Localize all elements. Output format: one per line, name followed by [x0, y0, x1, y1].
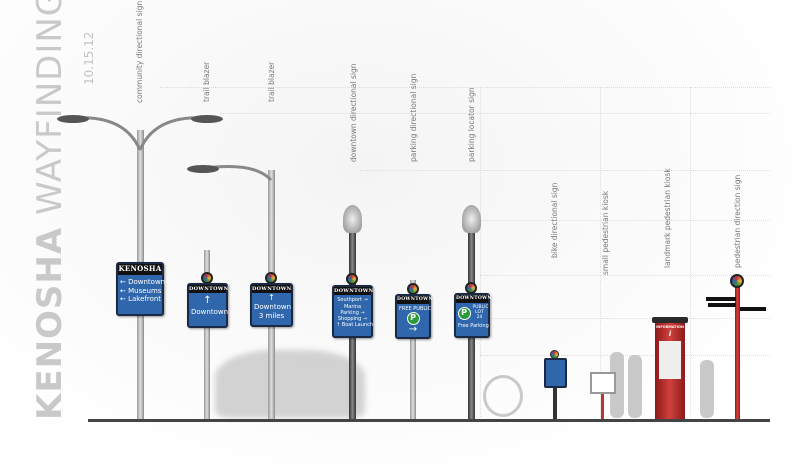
label-parking-directional: parking directional sign [409, 73, 418, 162]
label-small-kiosk: small pedestrian kiosk [601, 190, 610, 275]
grid-line [220, 113, 770, 114]
trail-blazer-sign: DOWNTOWN ↑ Downtown 3 miles [250, 283, 293, 327]
parking-directional-sign: DOWNTOWN FREE PUBLIC P → [395, 294, 433, 339]
label-parking-locator: parking locator sign [467, 87, 476, 162]
person-silhouette [628, 355, 642, 418]
grid-line [360, 170, 770, 171]
label-pedestrian-direction: pedestrian direction sign [733, 174, 742, 268]
sign-post [553, 370, 557, 420]
sign-post [735, 285, 740, 420]
kiosk-map-panel [659, 341, 681, 379]
arrow-up-icon: ↑ [268, 293, 275, 303]
car-silhouette [215, 350, 365, 418]
street-light-arm [187, 165, 273, 182]
arrow-up-icon: ↑ [203, 295, 212, 307]
community-directional-sign: KENOSHA ← Downtown ← Museums ← Lakefront [116, 262, 165, 316]
runner-silhouette [700, 360, 714, 418]
finger-sign [706, 297, 736, 301]
label-landmark-kiosk: landmark pedestrian kiosk [663, 168, 672, 268]
label-community-directional: community directional sign [135, 0, 144, 103]
landmark-pedestrian-kiosk: INFORMATION i [655, 323, 685, 419]
kiosk-cap [652, 317, 688, 323]
label-trail-blazer-2: trail blazer [267, 61, 276, 102]
grid-line [480, 275, 770, 276]
small-pedestrian-kiosk [590, 372, 616, 394]
bike-directional-sign [544, 358, 567, 388]
label-trail-blazer: trail blazer [202, 61, 211, 102]
lamp-globe [462, 205, 481, 233]
grid-line [480, 87, 481, 417]
parking-icon: P [457, 306, 471, 320]
grid-line [690, 87, 691, 417]
grid-line [480, 220, 770, 221]
trail-blazer-sign: DOWNTOWN ↑ Downtown [187, 283, 228, 328]
sign-post [410, 280, 416, 420]
grid-line [160, 87, 770, 88]
grid-line [480, 355, 770, 356]
finger-sign [740, 307, 766, 311]
person-silhouette [610, 352, 624, 418]
kenosha-emblem-icon [730, 274, 744, 288]
grid-line [480, 318, 770, 319]
lamp-globe [343, 205, 362, 233]
kiosk-header: INFORMATION [656, 325, 684, 329]
grid-line [600, 87, 601, 417]
parking-icon: P [406, 311, 420, 325]
label-bike-directional: bike directional sign [550, 182, 559, 258]
sign-post [204, 250, 210, 420]
page-title: KENOSHA WAYFINDING [30, 0, 70, 420]
ground-line [88, 419, 770, 422]
kenosha-emblem-icon [346, 273, 358, 285]
cyclist-silhouette [483, 375, 523, 417]
label-downtown-directional: downtown directional sign [349, 63, 358, 162]
finger-sign [708, 303, 736, 307]
street-light-arms [57, 115, 223, 151]
date-label: 10.15.12 [82, 31, 96, 85]
parking-locator-sign: DOWNTOWN P PUBLIC LOT 24 Free Parking [454, 293, 492, 338]
arrow-right-icon: → [408, 323, 418, 335]
downtown-directional-sign: DOWNTOWN Southport → Marina Parking → Sh… [332, 285, 373, 338]
info-icon: i [668, 330, 672, 338]
kiosk-leg [601, 392, 604, 419]
